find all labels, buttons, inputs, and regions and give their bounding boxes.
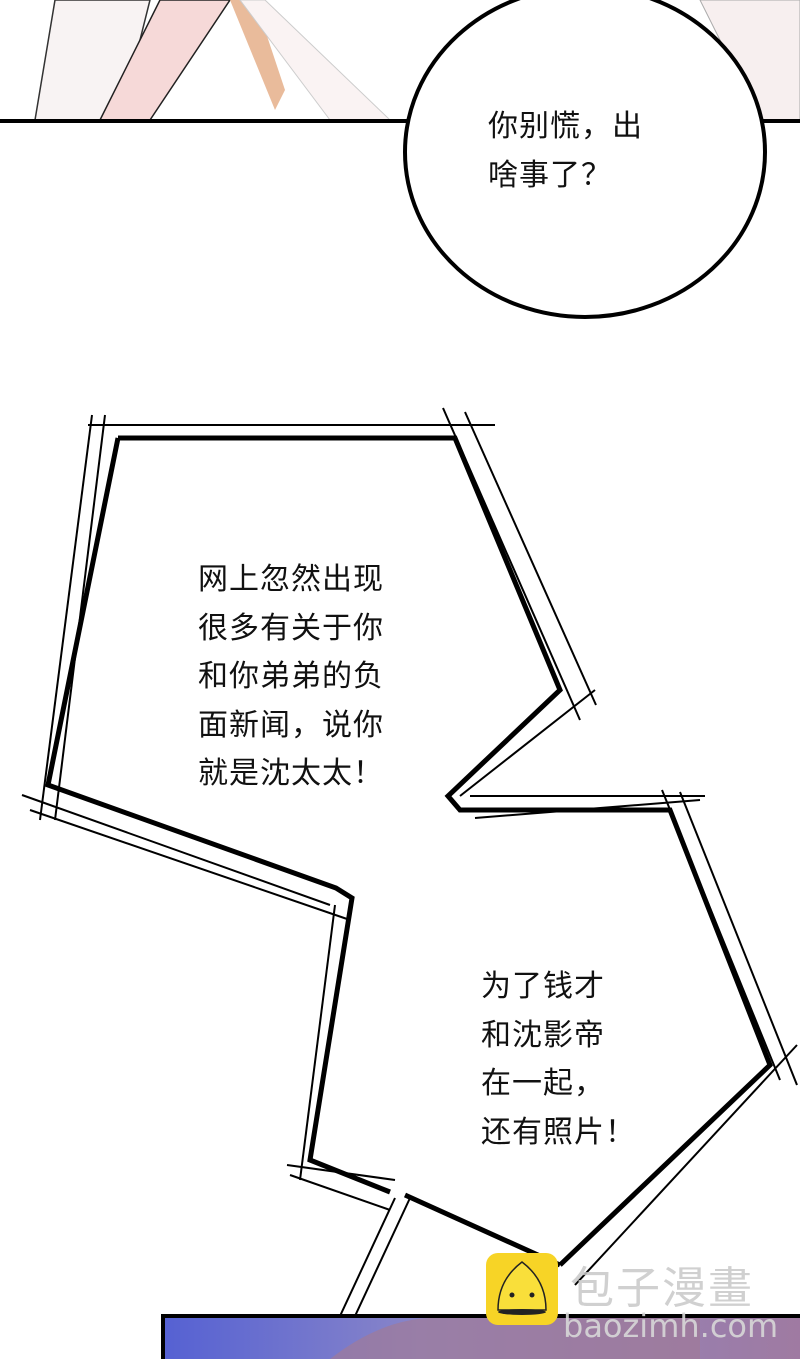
- text-line: 还有照片！: [481, 1114, 636, 1150]
- speech-bubble-1-text: 你别慌，出啥事了？: [488, 103, 643, 200]
- text-line: 你别慌，出: [488, 109, 643, 144]
- text-line: 和你弟弟的负: [198, 659, 384, 694]
- top-panel-illustration: [0, 0, 800, 123]
- text-line: 在一起，: [481, 1066, 605, 1101]
- text-line: 就是沈太太！: [198, 756, 384, 791]
- text-line: 和沈影帝: [481, 1017, 605, 1053]
- shout-bubble-text-2: 为了钱才和沈影帝在一起， 还有照片！: [481, 963, 636, 1157]
- watermark-url: baozimh.com: [563, 1307, 779, 1345]
- text-line: 网上忽然出现: [198, 562, 384, 597]
- speech-bubble-1: [403, 0, 767, 319]
- shout-bubble: [21, 407, 798, 1359]
- bottom-panel-illustration: [330, 1318, 700, 1359]
- text-line: 啥事了？: [488, 157, 612, 193]
- watermark-title: 包子漫畫: [570, 1263, 754, 1314]
- text-line: 为了钱才: [481, 969, 605, 1004]
- shout-bubble-text-1: 网上忽然出现很多有关于你和你弟弟的负面新闻，说你就是沈太太！: [198, 556, 384, 799]
- text-line: 面新闻，说你: [198, 707, 384, 743]
- text-line: 很多有关于你: [198, 610, 384, 646]
- baozi-logo-icon: [486, 1253, 558, 1325]
